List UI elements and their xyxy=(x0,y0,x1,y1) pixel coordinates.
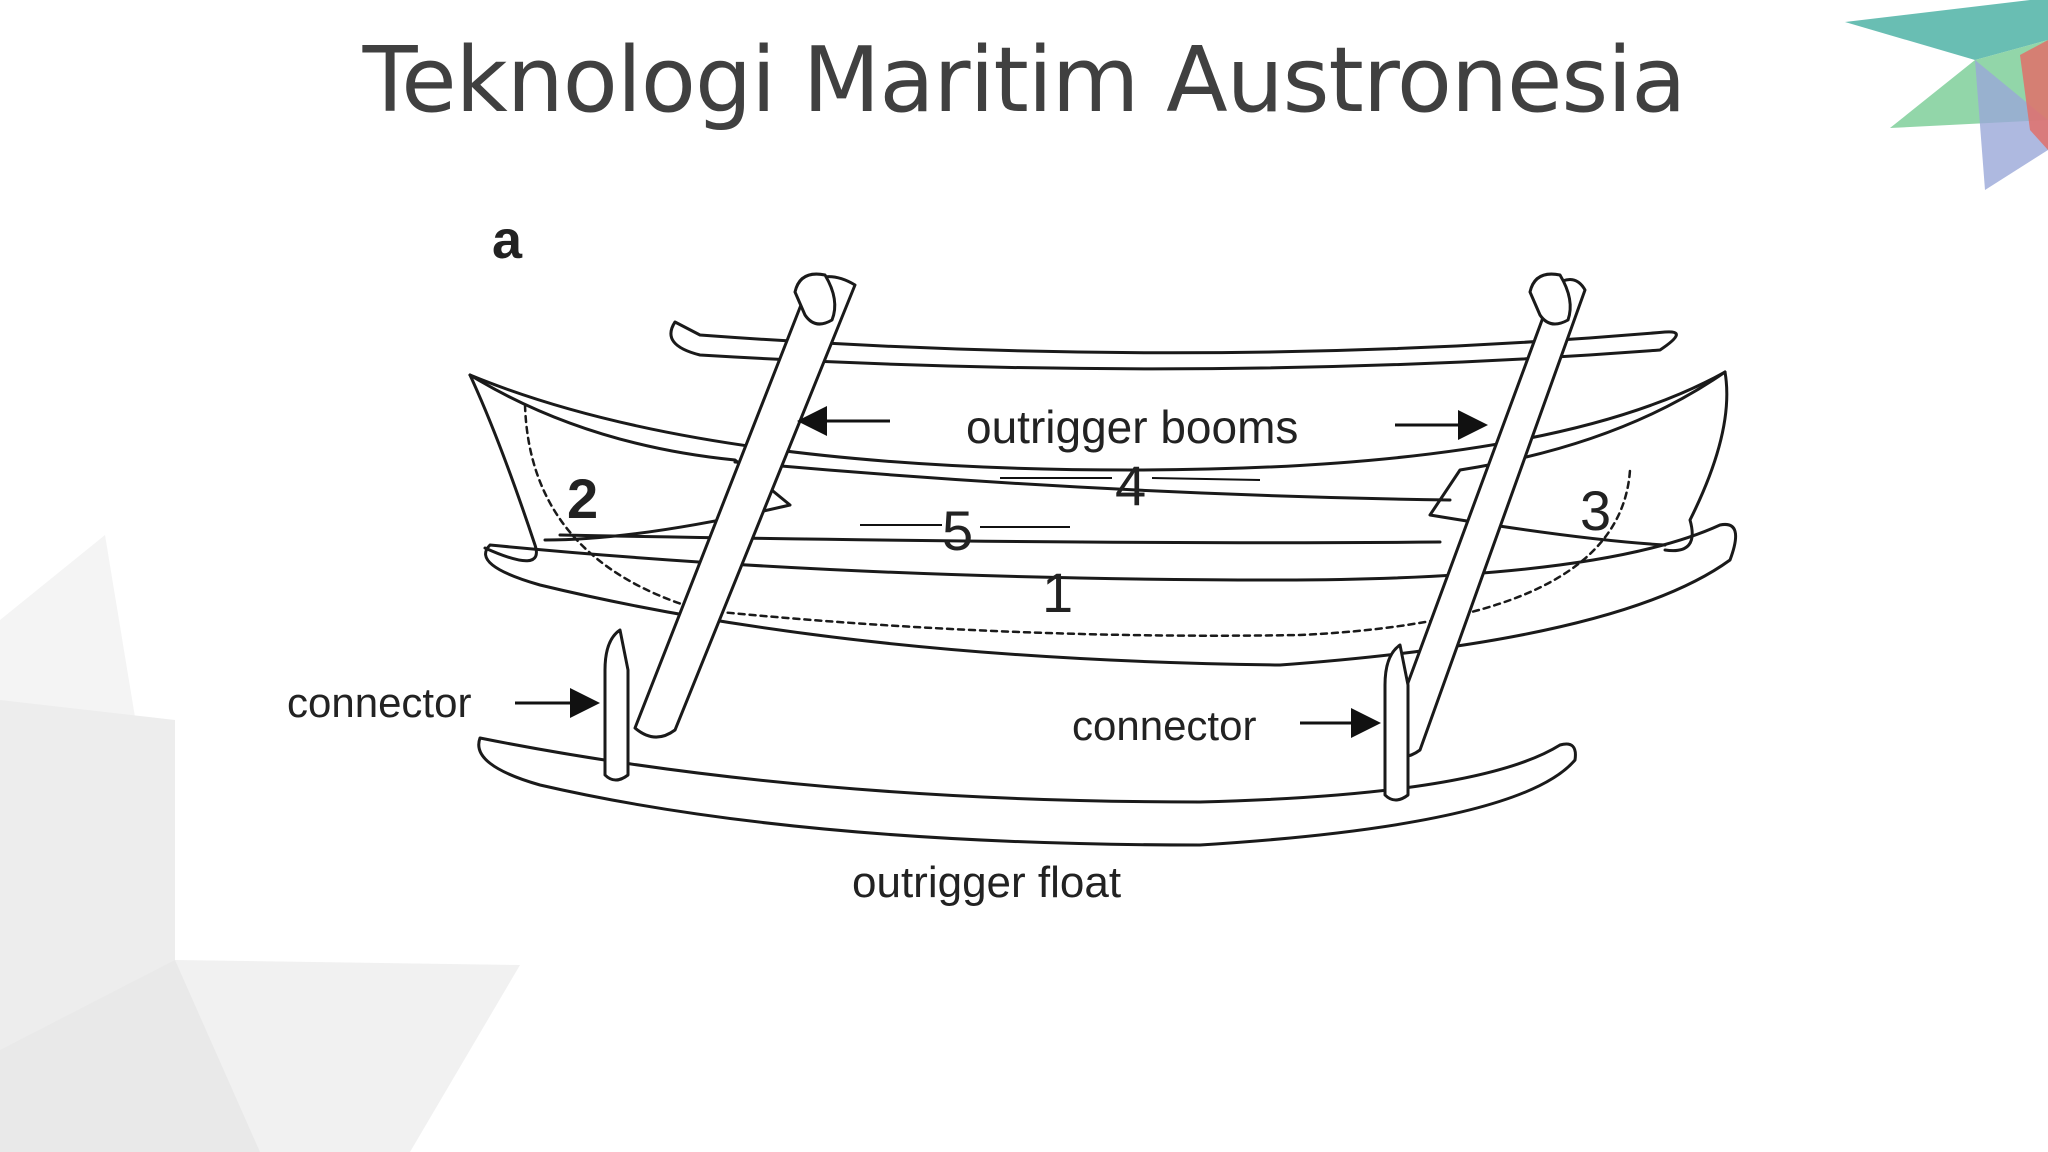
label-part-2: 2 xyxy=(567,467,598,530)
label-part-3: 3 xyxy=(1580,479,1611,542)
left-boom xyxy=(633,275,857,739)
teal-facet xyxy=(1845,0,2048,60)
outrigger-float-shape xyxy=(477,736,1577,847)
right-end-piece xyxy=(1428,370,1727,547)
strake-5 xyxy=(558,533,1442,545)
left-connector-post xyxy=(603,628,630,782)
leader-4-right xyxy=(1151,477,1261,481)
label-connector-left: connector xyxy=(287,679,471,726)
label-outrigger-booms: outrigger booms xyxy=(966,401,1298,453)
right-boom xyxy=(1383,278,1587,758)
label-part-1: 1 xyxy=(1042,561,1073,624)
hull-dashed-keel xyxy=(523,403,1632,637)
right-boom-knob xyxy=(1528,272,1572,326)
hull-body xyxy=(484,522,1738,667)
label-part-5: 5 xyxy=(942,499,973,562)
red-facet xyxy=(2020,40,2048,150)
panel-letter: a xyxy=(492,210,523,270)
slide-title: Teknologi Maritim Austronesia xyxy=(362,28,1687,133)
left-boom-knob xyxy=(793,272,837,326)
right-connector-post xyxy=(1383,643,1410,802)
label-outrigger-float: outrigger float xyxy=(852,858,1121,907)
strake-4 xyxy=(733,460,1452,502)
label-connector-right: connector xyxy=(1072,702,1256,749)
hull-right-prow xyxy=(1663,370,1729,553)
hull-left-prow xyxy=(468,373,538,563)
grey-facet-4 xyxy=(0,960,260,1152)
label-part-4: 4 xyxy=(1115,454,1146,517)
blue-facet xyxy=(1975,60,2048,190)
hull-top-line xyxy=(468,370,1727,472)
